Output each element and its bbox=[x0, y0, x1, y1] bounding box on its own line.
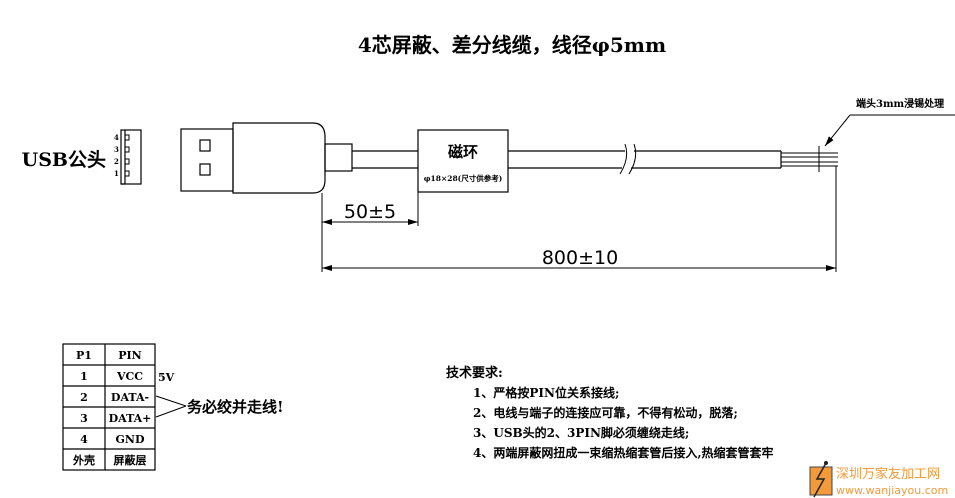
table-cell: 外壳 bbox=[72, 453, 95, 467]
table-cell: GND bbox=[116, 433, 145, 446]
dimension-lines bbox=[321, 192, 836, 272]
table-cell: VCC bbox=[116, 370, 143, 383]
requirement-item: 1、严格按PIN位关系接线; bbox=[473, 385, 619, 400]
table-header: P1 bbox=[76, 349, 92, 362]
pin-number: 2 bbox=[114, 157, 119, 166]
table-cell: DATA- bbox=[111, 391, 149, 404]
pin-number: 3 bbox=[114, 145, 119, 154]
table-cell: 3 bbox=[80, 412, 88, 425]
usb-plug bbox=[180, 122, 326, 194]
connector-label: USB公头 bbox=[22, 149, 106, 171]
connector-pin-face bbox=[120, 129, 142, 185]
requirement-item: 3、USB头的2、3PIN脚必须缠绕走线; bbox=[473, 425, 689, 440]
drawing-title: 4芯屏蔽、差分线缆，线径φ5mm bbox=[358, 33, 666, 57]
cable bbox=[324, 143, 782, 175]
twist-note: 务必绞并走线! bbox=[187, 398, 284, 416]
watermark-url: www.wanjiayou.com bbox=[836, 484, 948, 497]
pin-number: 1 bbox=[114, 169, 119, 178]
ferrite-label: 磁环 bbox=[448, 143, 478, 161]
watermark-logo bbox=[809, 461, 833, 498]
dimension-short: 50±5 bbox=[344, 201, 396, 223]
stripped-wires bbox=[781, 146, 838, 272]
table-cell: 屏蔽层 bbox=[114, 453, 147, 467]
tin-note: 端头3mm浸锡处理 bbox=[856, 97, 944, 110]
table-header: PIN bbox=[118, 349, 141, 362]
pin-number: 4 bbox=[114, 133, 119, 142]
tin-leader bbox=[824, 114, 955, 147]
watermark-name: 深圳万家友加工网 bbox=[836, 466, 940, 482]
table-cell: DATA+ bbox=[109, 412, 152, 425]
ferrite-core bbox=[417, 129, 509, 193]
table-cell: 2 bbox=[80, 391, 88, 404]
dimension-total: 800±10 bbox=[542, 247, 618, 269]
twist-leader bbox=[155, 395, 187, 418]
table-cell: 1 bbox=[80, 370, 88, 383]
requirements-heading: 技术要求: bbox=[446, 365, 503, 381]
table-cell: 4 bbox=[80, 433, 88, 446]
break-mark bbox=[619, 143, 637, 175]
requirement-item: 4、两端屏蔽网扭成一束缩热缩套管后接入,热缩套管套牢 bbox=[473, 445, 774, 460]
vcc-note: 5V bbox=[158, 371, 175, 384]
requirement-item: 2、电线与端子的连接应可靠，不得有松动，脱落; bbox=[473, 405, 738, 420]
pin-table bbox=[62, 343, 156, 471]
ferrite-size: φ18×28(尺寸供参考) bbox=[424, 173, 503, 183]
